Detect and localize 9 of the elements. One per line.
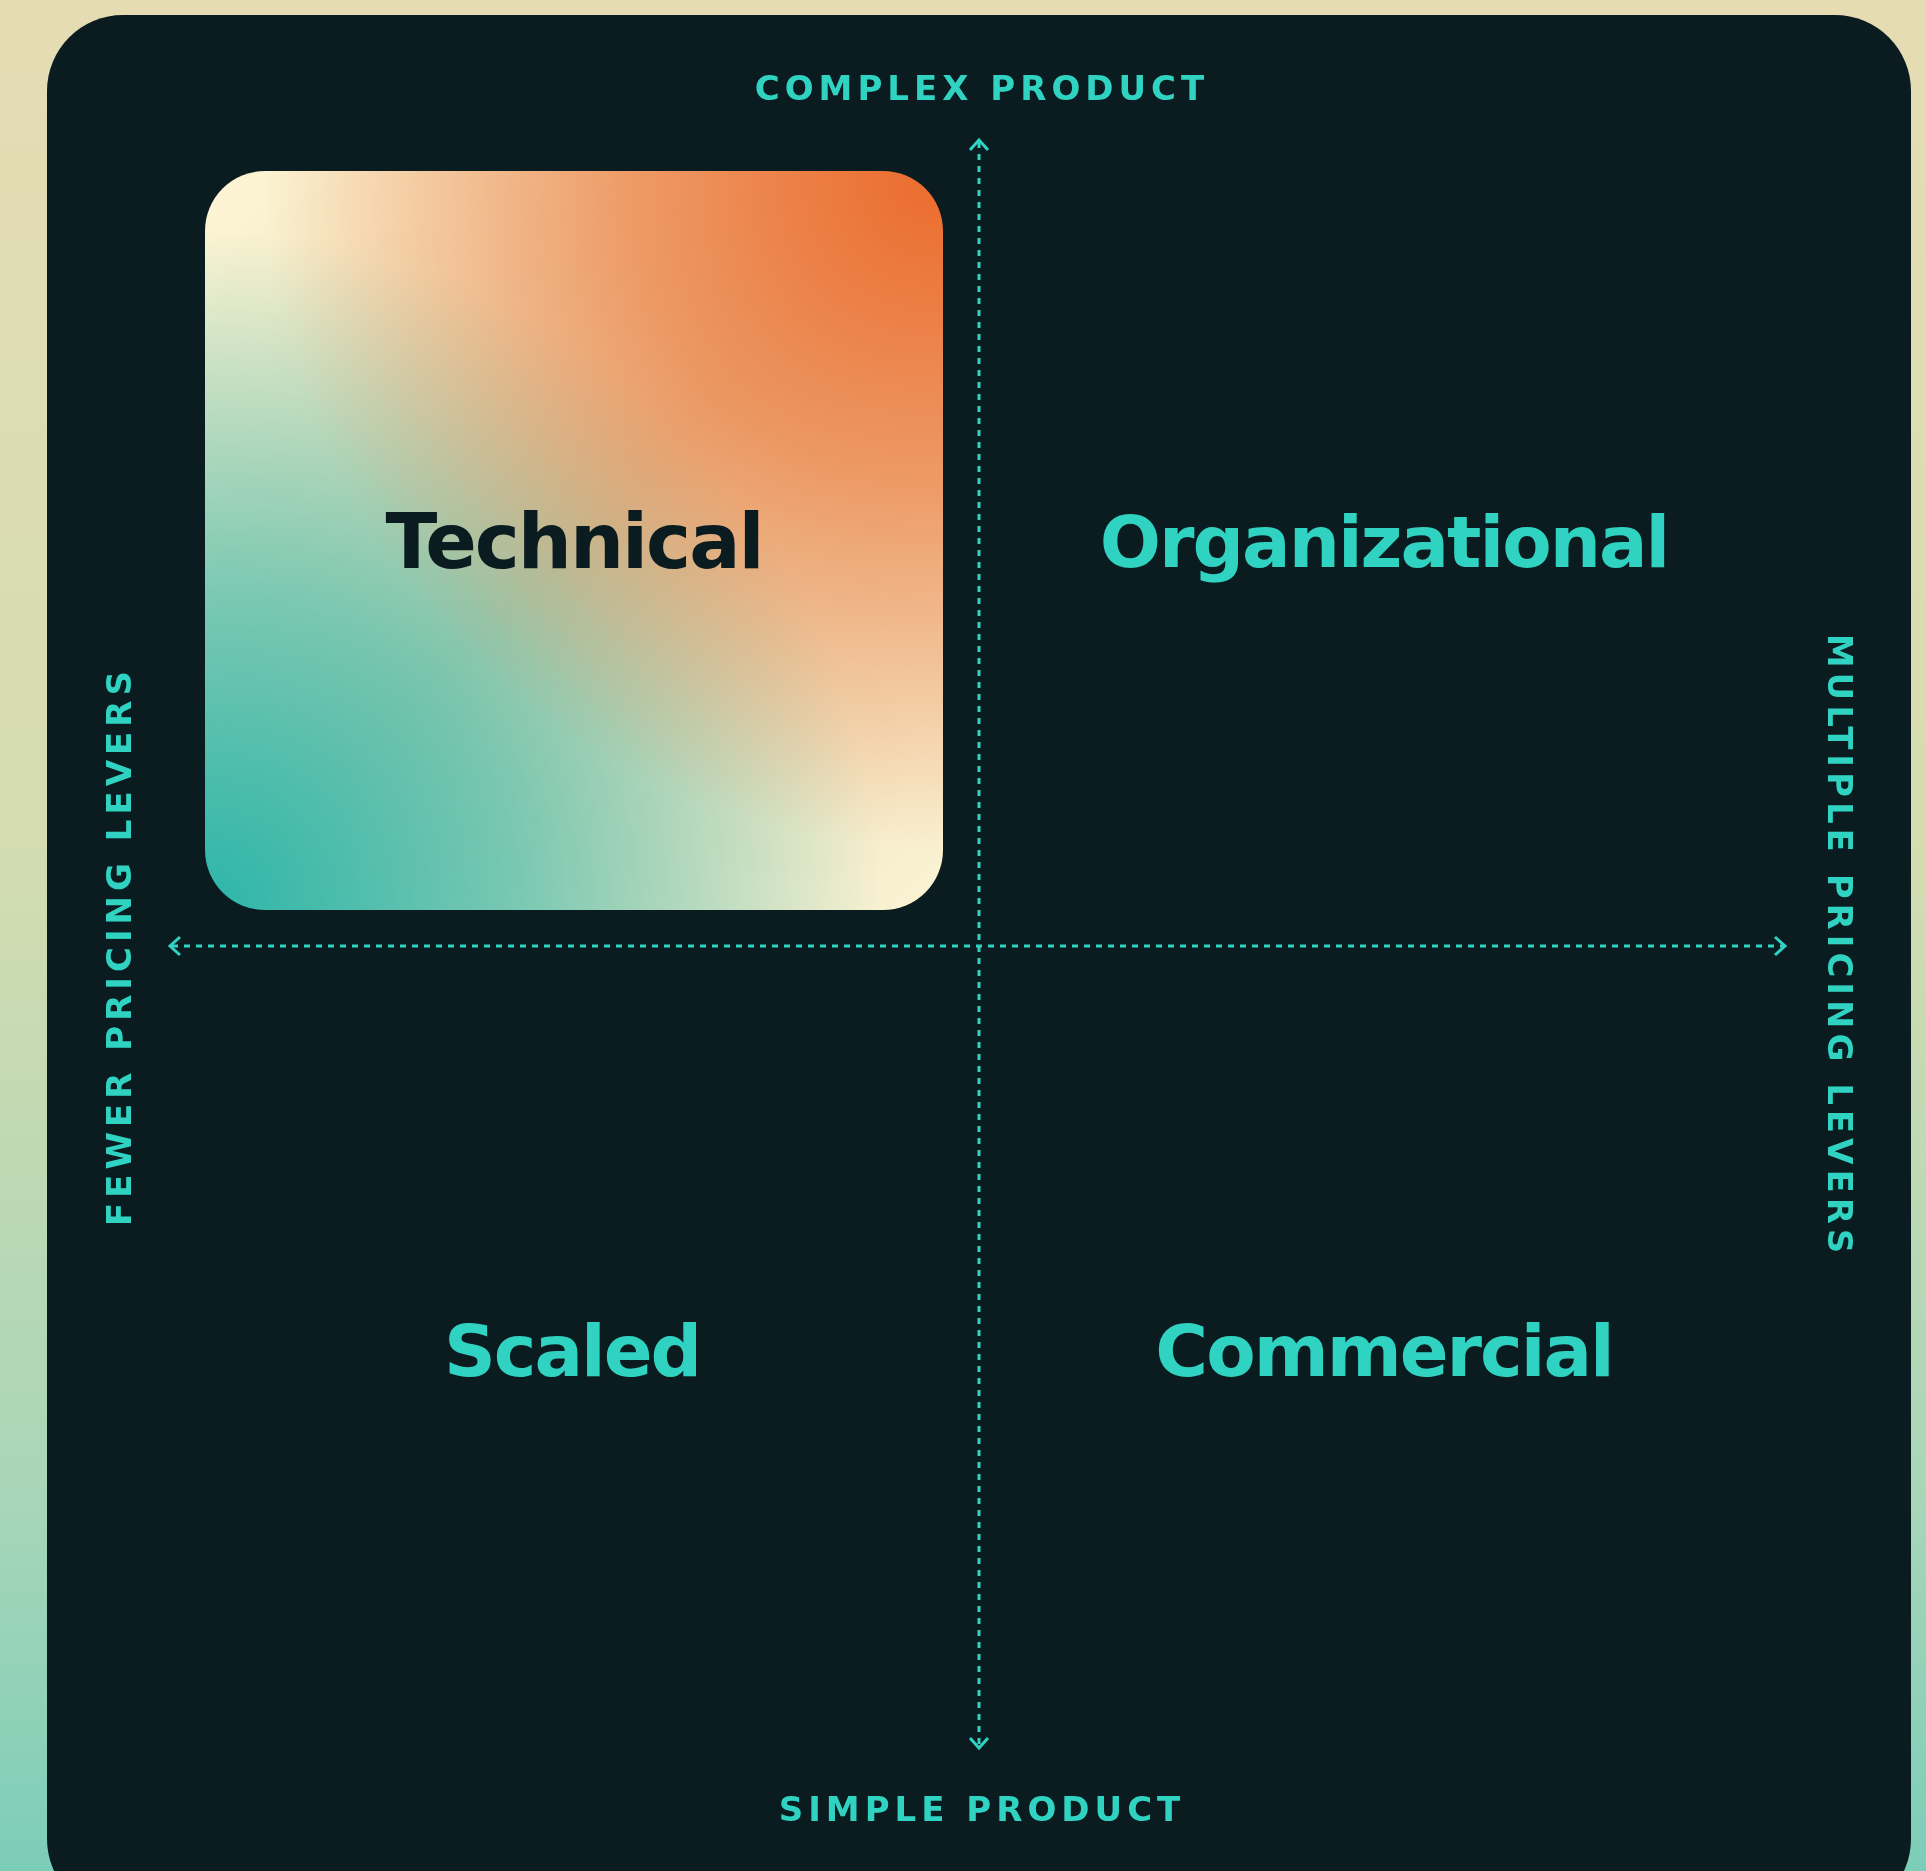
axis-label: MULTIPLE PRICING LEVERS <box>1820 633 1860 1259</box>
axis-label: SIMPLE PRODUCT <box>778 1789 1186 1829</box>
quadrant-title: Commercial <box>1155 1309 1613 1393</box>
axis-label: COMPLEX PRODUCT <box>754 68 1210 108</box>
axis-label: FEWER PRICING LEVERS <box>99 666 139 1226</box>
quadrant-title: Technical <box>385 496 763 585</box>
highlight-box <box>205 171 943 910</box>
quadrant-title: Scaled <box>443 1309 701 1393</box>
quadrant-title: Organizational <box>1099 500 1669 584</box>
